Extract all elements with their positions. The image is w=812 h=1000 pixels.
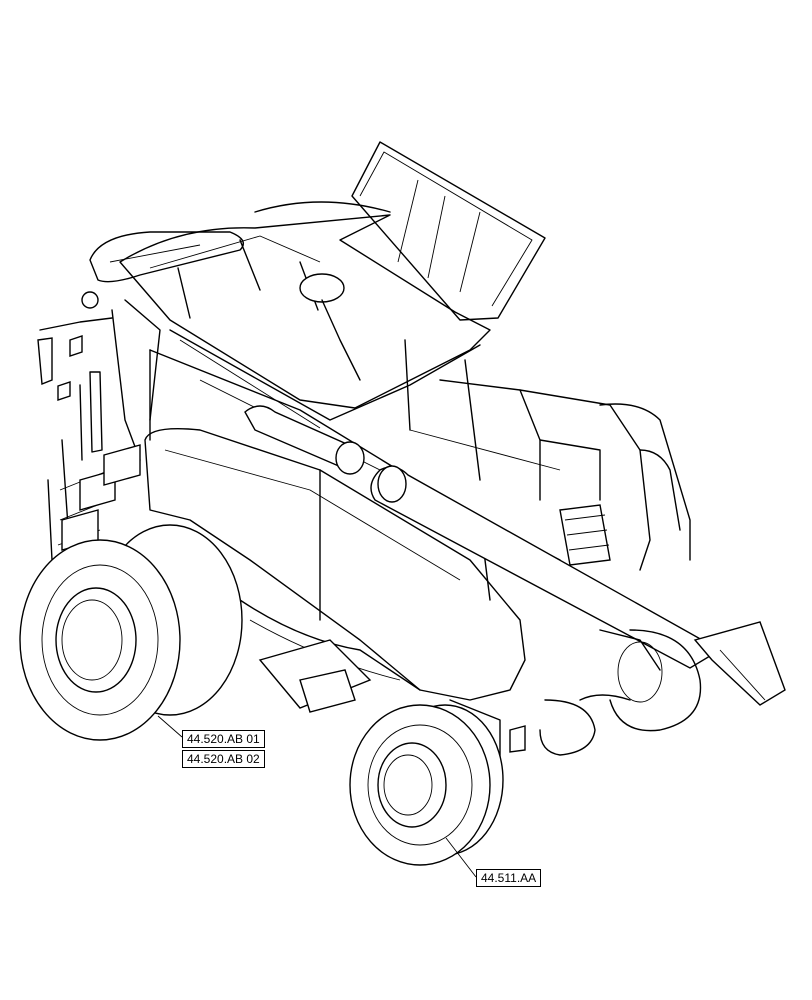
engine-compartment: [404, 339, 691, 571]
unloading-auger: [244, 405, 786, 706]
leader-lines: [157, 715, 477, 878]
rear-left-dual-wheels: [19, 524, 243, 741]
callout-front-wheel[interactable]: 44.511.AA: [476, 869, 542, 887]
callout-rear-wheel-1[interactable]: 44.520.AB 01: [182, 730, 265, 748]
rear-right-wheel: [609, 629, 702, 732]
cab-and-ladder: [47, 299, 161, 561]
side-mirror: [37, 291, 113, 401]
grain-tank: [119, 201, 491, 429]
grain-tank-lid: [351, 141, 546, 321]
chassis-underside: [239, 599, 661, 761]
front-right-wheel: [539, 699, 596, 756]
callout-rear-wheel-2[interactable]: 44.520.AB 02: [182, 750, 265, 768]
cab-roof: [89, 231, 244, 283]
front-left-wheel: [349, 704, 504, 866]
